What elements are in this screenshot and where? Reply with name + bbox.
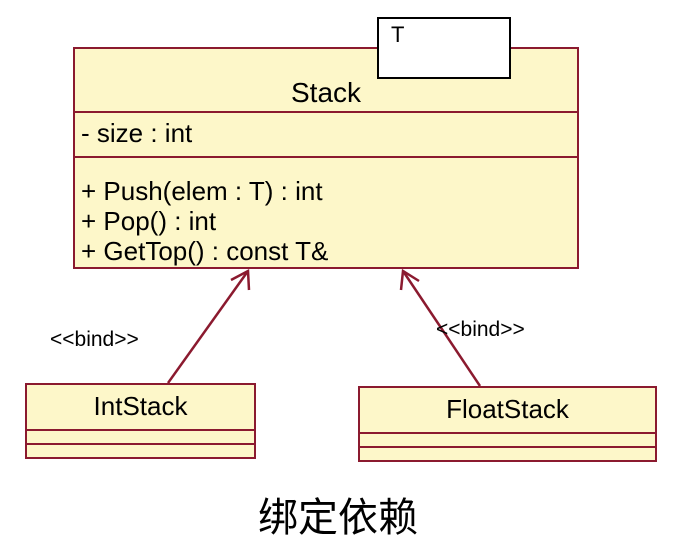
bind-stereotype-label-intstack: <<bind>>	[50, 328, 139, 351]
bind-dependency-line-intstack	[166, 270, 250, 384]
operation: + Pop() : int	[81, 206, 217, 236]
bind-arrowhead-floatstack	[399, 268, 420, 291]
class-name-compartment: FloatStack	[360, 388, 655, 432]
class-name: FloatStack	[446, 394, 569, 424]
floatstack-class[interactable]: FloatStack	[358, 386, 657, 462]
template-parameter-box: T	[377, 17, 511, 79]
bind-arrowhead-intstack	[230, 268, 251, 291]
operation-compartment: + Push(elem : T) : int + Pop() : int + G…	[75, 156, 577, 266]
class-name-compartment: IntStack	[27, 385, 254, 429]
bind-stereotype-label-floatstack: <<bind>>	[436, 318, 525, 341]
bind-dependency-line-floatstack	[401, 270, 482, 387]
attribute-compartment	[360, 432, 655, 446]
diagram-caption: 绑定依赖	[258, 495, 418, 541]
operation-compartment	[27, 443, 254, 457]
class-name: Stack	[290, 77, 362, 108]
operation-compartment	[360, 446, 655, 460]
attribute-compartment	[27, 429, 254, 443]
attribute-compartment: - size : int	[75, 111, 577, 156]
attribute: - size : int	[81, 118, 193, 148]
intstack-class[interactable]: IntStack	[25, 383, 256, 459]
operation: + Push(elem : T) : int	[81, 176, 323, 206]
class-name-compartment: Stack	[75, 49, 577, 111]
class-name: IntStack	[93, 391, 188, 421]
operation: + GetTop() : const T&	[81, 236, 329, 266]
stack-template-class[interactable]: Stack - size : int + Push(elem : T) : in…	[73, 47, 579, 269]
